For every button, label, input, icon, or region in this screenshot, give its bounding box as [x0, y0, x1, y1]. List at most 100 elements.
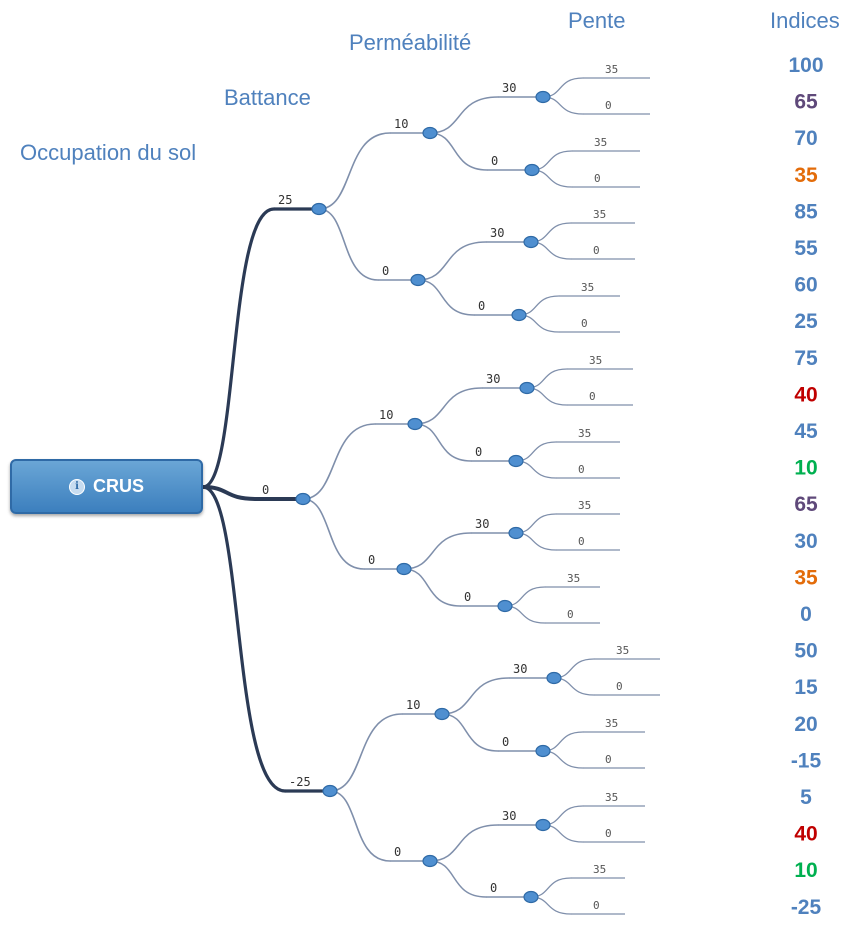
index-value: 65 [794, 91, 818, 114]
permeabilite-node-1-0-1 [508, 454, 524, 468]
permeabilite-node-0-1-1 [511, 308, 527, 322]
header-battance: Battance [224, 85, 311, 110]
pente-1-0-0-1-label: 0 [589, 390, 596, 403]
occupation-1-branch [201, 485, 260, 501]
pente-0-0-1-1-label: 0 [594, 172, 601, 185]
permeabilite-2-1-1-branch [429, 860, 487, 898]
pente-2-1-0-1-label: 0 [605, 827, 612, 840]
header-permeabilite: Perméabilité [349, 30, 472, 55]
battance-1-0-branch [302, 423, 376, 500]
occupation-node-0 [311, 202, 327, 216]
index-value: -25 [791, 896, 822, 919]
index-value: 40 [794, 823, 817, 846]
pente-2-1-0-0-label: 35 [605, 791, 618, 804]
pente-0-0-0-0-label: 35 [605, 63, 618, 76]
index-value: 70 [794, 127, 817, 150]
pente-1-0-1-1-label: 0 [578, 463, 585, 476]
occupation-0-branch [201, 207, 276, 489]
index-value: 35 [794, 164, 818, 187]
index-value: 0 [800, 603, 812, 626]
index-value: 10 [794, 859, 817, 882]
permeabilite-node-1-1-1 [497, 599, 513, 613]
index-value: 10 [794, 457, 817, 480]
permeabilite-1-1-0-branch [403, 532, 472, 570]
permeabilite-0-0-0-label: 30 [502, 81, 516, 95]
header-indices: Indices [770, 8, 840, 33]
permeabilite-2-1-1-label: 0 [490, 881, 497, 895]
occupation-2-label: -25 [289, 775, 311, 789]
pente-0-1-1-0-label: 35 [581, 281, 594, 294]
index-value: 25 [794, 310, 818, 333]
battance-node-2-1 [422, 854, 438, 868]
index-value: 50 [794, 640, 817, 663]
permeabilite-1-0-0-label: 30 [486, 372, 500, 386]
battance-0-0-label: 10 [394, 117, 408, 131]
pente-2-0-1-0-label: 35 [605, 717, 618, 730]
pente-0-0-0-1-label: 0 [605, 99, 612, 112]
permeabilite-node-0-0-0 [535, 90, 551, 104]
permeabilite-1-0-1-branch [414, 423, 472, 462]
permeabilite-1-1-1-label: 0 [464, 590, 471, 604]
permeabilite-2-1-0-label: 30 [502, 809, 516, 823]
permeabilite-0-1-0-branch [417, 241, 487, 281]
pente-1-1-0-0-label: 35 [578, 499, 591, 512]
battance-2-1-label: 0 [394, 845, 401, 859]
index-value: 100 [788, 54, 823, 77]
permeabilite-2-1-0-branch [429, 824, 499, 862]
battance-0-0-branch [318, 132, 391, 210]
index-value: 40 [794, 383, 817, 406]
occupation-0-label: 25 [278, 193, 292, 207]
permeabilite-node-2-1-0 [535, 818, 551, 832]
permeabilite-1-1-1-branch [403, 568, 461, 607]
battance-node-0-0 [422, 126, 438, 140]
battance-2-1-branch [329, 790, 391, 862]
index-value: 65 [794, 493, 818, 516]
permeabilite-2-0-1-label: 0 [502, 735, 509, 749]
permeabilite-0-0-1-label: 0 [491, 154, 498, 168]
battance-node-1-0 [407, 417, 423, 431]
battance-1-0-label: 10 [379, 408, 393, 422]
permeabilite-0-0-1-branch [429, 132, 488, 171]
pente-2-1-1-1-label: 0 [593, 899, 600, 912]
index-value: 15 [794, 676, 818, 699]
pente-1-1-1-1-label: 0 [567, 608, 574, 621]
battance-node-0-1 [410, 273, 426, 287]
index-value: 55 [794, 237, 818, 260]
permeabilite-2-0-0-branch [441, 677, 510, 715]
index-value: 75 [794, 347, 818, 370]
pente-1-0-0-0-label: 35 [589, 354, 602, 367]
permeabilite-node-1-1-0 [508, 526, 524, 540]
root-node-label: CRUS [92, 476, 144, 496]
permeabilite-node-1-0-0 [519, 381, 535, 395]
index-value: 35 [794, 566, 818, 589]
pente-1-1-1-0-label: 35 [567, 572, 580, 585]
battance-node-2-0 [434, 707, 450, 721]
root-node-crus[interactable]: i CRUS [10, 459, 203, 514]
occupation-2-branch [201, 485, 287, 793]
index-value: 45 [794, 420, 818, 443]
pente-0-1-0-0-label: 35 [593, 208, 606, 221]
index-value: 30 [794, 530, 817, 553]
occupation-1-label: 0 [262, 483, 269, 497]
pente-2-0-1-1-label: 0 [605, 753, 612, 766]
permeabilite-1-0-1-label: 0 [475, 445, 482, 459]
permeabilite-node-0-1-0 [523, 235, 539, 249]
pente-0-1-1-1-label: 0 [581, 317, 588, 330]
battance-node-1-1 [396, 562, 412, 576]
permeabilite-0-0-0-branch [429, 96, 499, 134]
permeabilite-1-1-0-label: 30 [475, 517, 489, 531]
index-value: 20 [794, 713, 817, 736]
permeabilite-2-0-1-branch [441, 713, 499, 752]
occupation-node-1 [295, 492, 311, 506]
pente-2-0-0-1-label: 0 [616, 680, 623, 693]
pente-1-0-1-0-label: 35 [578, 427, 591, 440]
index-value: 85 [794, 200, 818, 223]
battance-0-1-label: 0 [382, 264, 389, 278]
pente-2-0-0-0-label: 35 [616, 644, 629, 657]
permeabilite-0-1-1-label: 0 [478, 299, 485, 313]
battance-0-1-branch [318, 208, 379, 281]
header-pente: Pente [568, 8, 626, 33]
battance-2-0-label: 10 [406, 698, 420, 712]
